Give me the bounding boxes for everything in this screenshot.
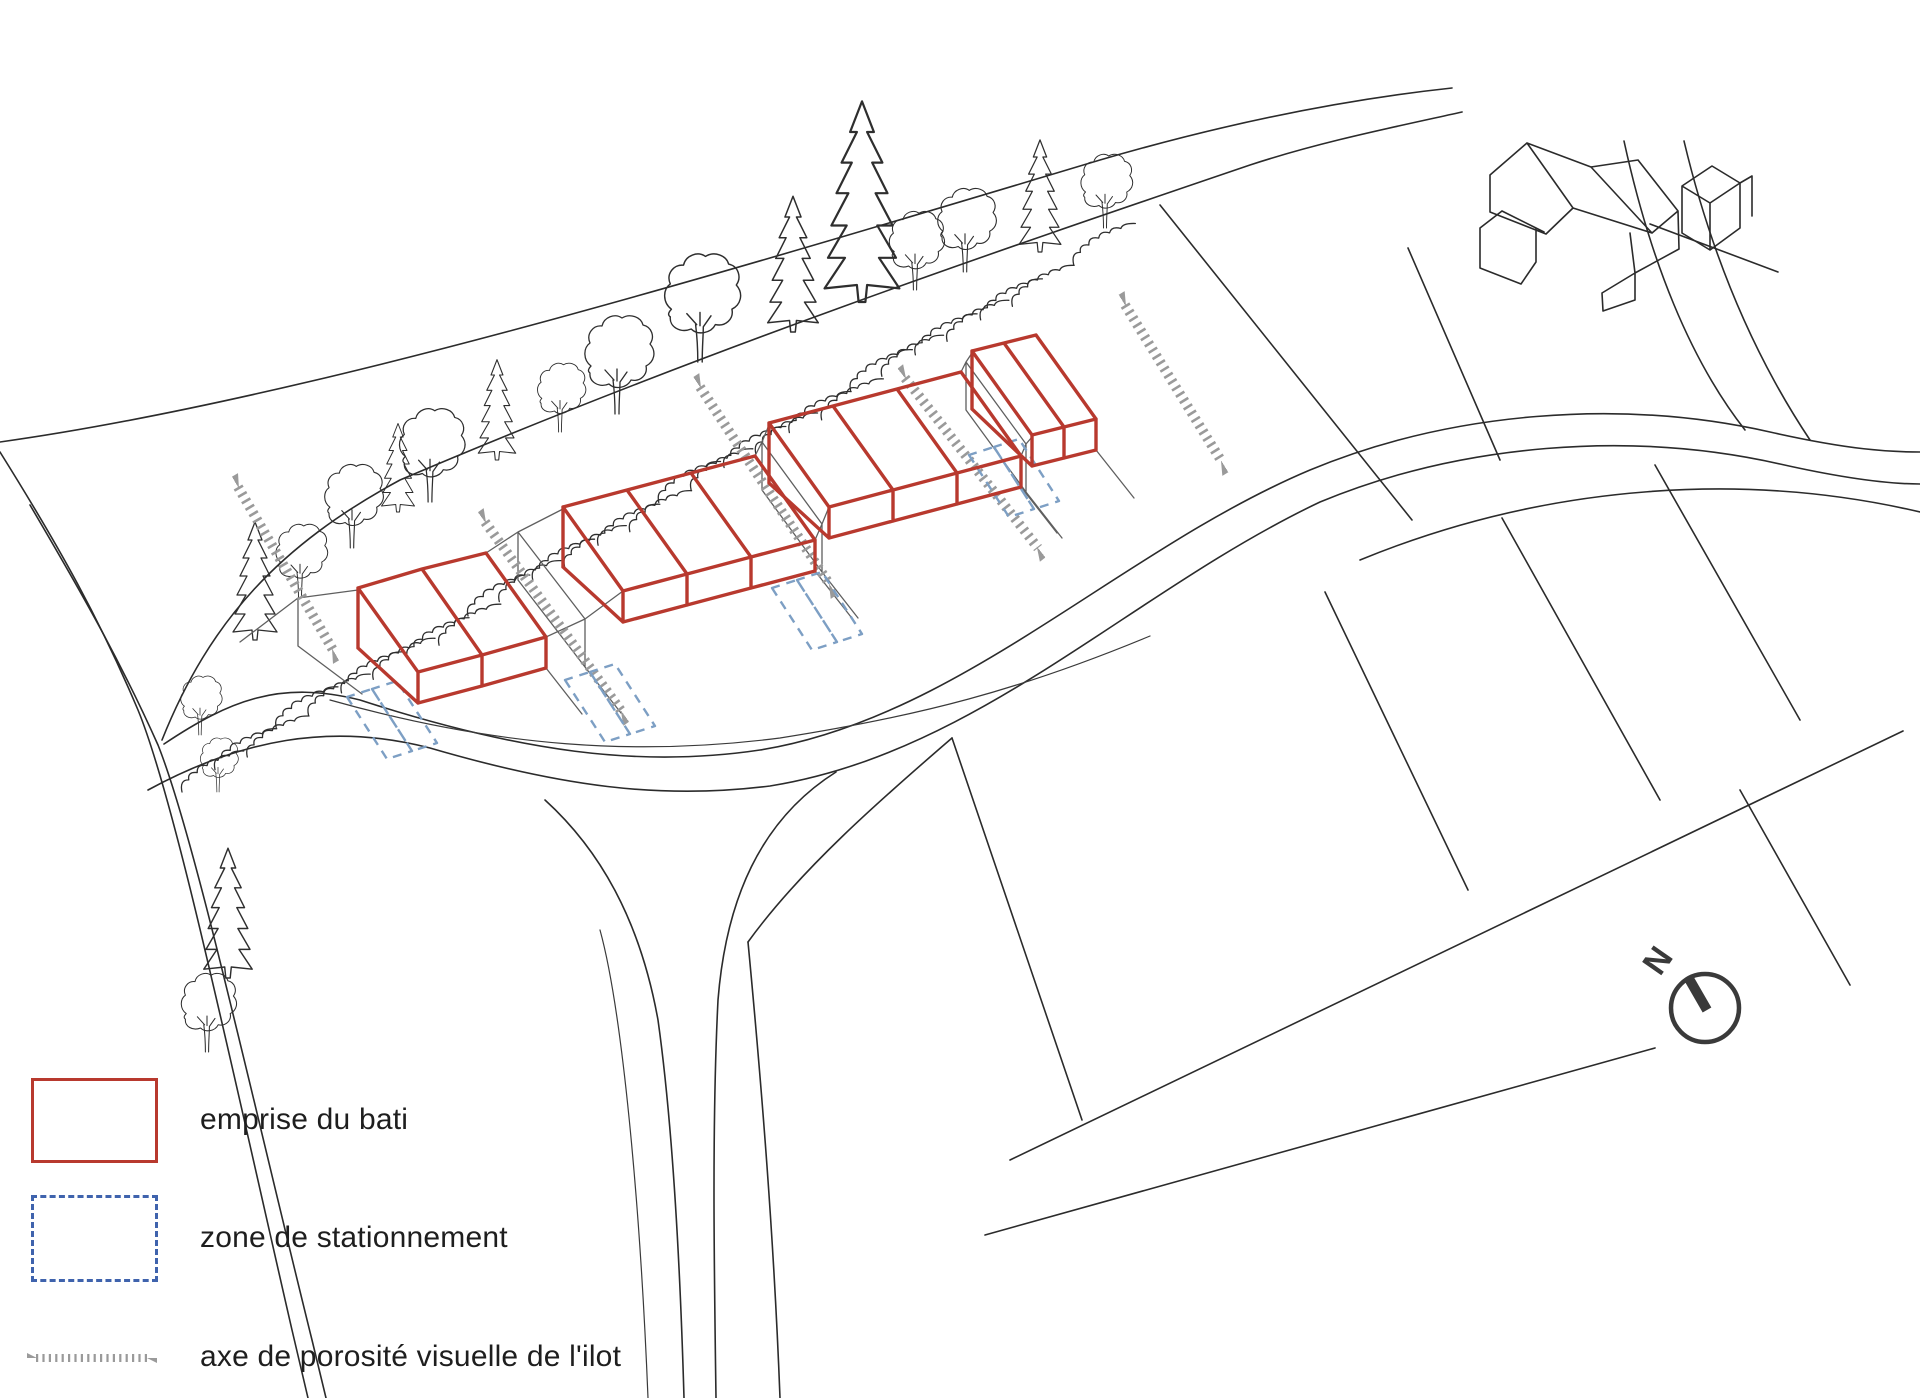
road-network [0, 87, 1920, 1398]
parcel-line-west-of-south-street [599, 929, 649, 1398]
north-label: N [1635, 940, 1680, 982]
parking-group-3 [770, 570, 864, 652]
tree-row [174, 100, 1139, 1053]
parcel-division-1 [1324, 591, 1469, 891]
northeast-road-edge-a [1623, 140, 1746, 431]
parking-group-2 [563, 662, 657, 744]
hedge-scribble [174, 214, 1139, 793]
conifer-tree-icon [203, 100, 1062, 979]
south-street-right-edge [713, 771, 837, 1398]
parcel-boundaries [747, 204, 1904, 1398]
building-3 [767, 370, 1023, 540]
building-1 [356, 551, 548, 705]
main-street-upper-edge [163, 412, 1920, 758]
deciduous-tree-icon [180, 153, 1134, 1053]
porosity-axis-5 [1125, 305, 1222, 462]
compass-needle [1683, 974, 1712, 1013]
porosity-axis-3 [700, 387, 830, 585]
gap-fence-east [1095, 449, 1135, 499]
building-4 [970, 333, 1098, 468]
parcel-division-4 [1739, 789, 1851, 986]
parcel-gap-volumes [239, 352, 1135, 715]
parcel-line-ne-1 [1159, 204, 1413, 521]
porosity-axis-1 [238, 487, 333, 650]
front-yard-line [329, 635, 1151, 748]
parcel-diagonal-long [1009, 730, 1904, 1161]
northeast-road-edge-b [1683, 140, 1811, 441]
southeast-setback-line [1359, 488, 1920, 561]
compass-circle [1668, 971, 1742, 1045]
main-street-lower-edge [147, 444, 1920, 793]
proposed-buildings [356, 333, 1098, 705]
parcel-division-2 [1501, 517, 1661, 801]
parcel-line-ne-2 [1407, 247, 1501, 461]
porosity-axes [238, 305, 1222, 712]
parcel-division-3 [1654, 464, 1801, 721]
parcel-line-south-b [951, 737, 1083, 1121]
existing-house-outline [1479, 142, 1680, 312]
porosity-axis-2 [485, 522, 622, 712]
parcel-line-south-a [747, 941, 781, 1398]
north-compass: N [1635, 940, 1742, 1045]
parking-group-1 [345, 679, 439, 761]
building-2 [561, 454, 817, 624]
tree-road-upper-edge [0, 87, 1453, 443]
porosity-axis-4 [905, 378, 1038, 548]
parcel-corner-south [747, 737, 953, 943]
existing-house [1479, 142, 1753, 312]
west-road-inner-edge [29, 504, 327, 1398]
south-street-left-edge [544, 799, 685, 1398]
gap-volume-west [239, 589, 363, 695]
parcel-diagonal-lower [984, 1047, 1656, 1236]
west-road-outer-edge [0, 451, 309, 1398]
outbuilding-outline [1681, 165, 1753, 251]
